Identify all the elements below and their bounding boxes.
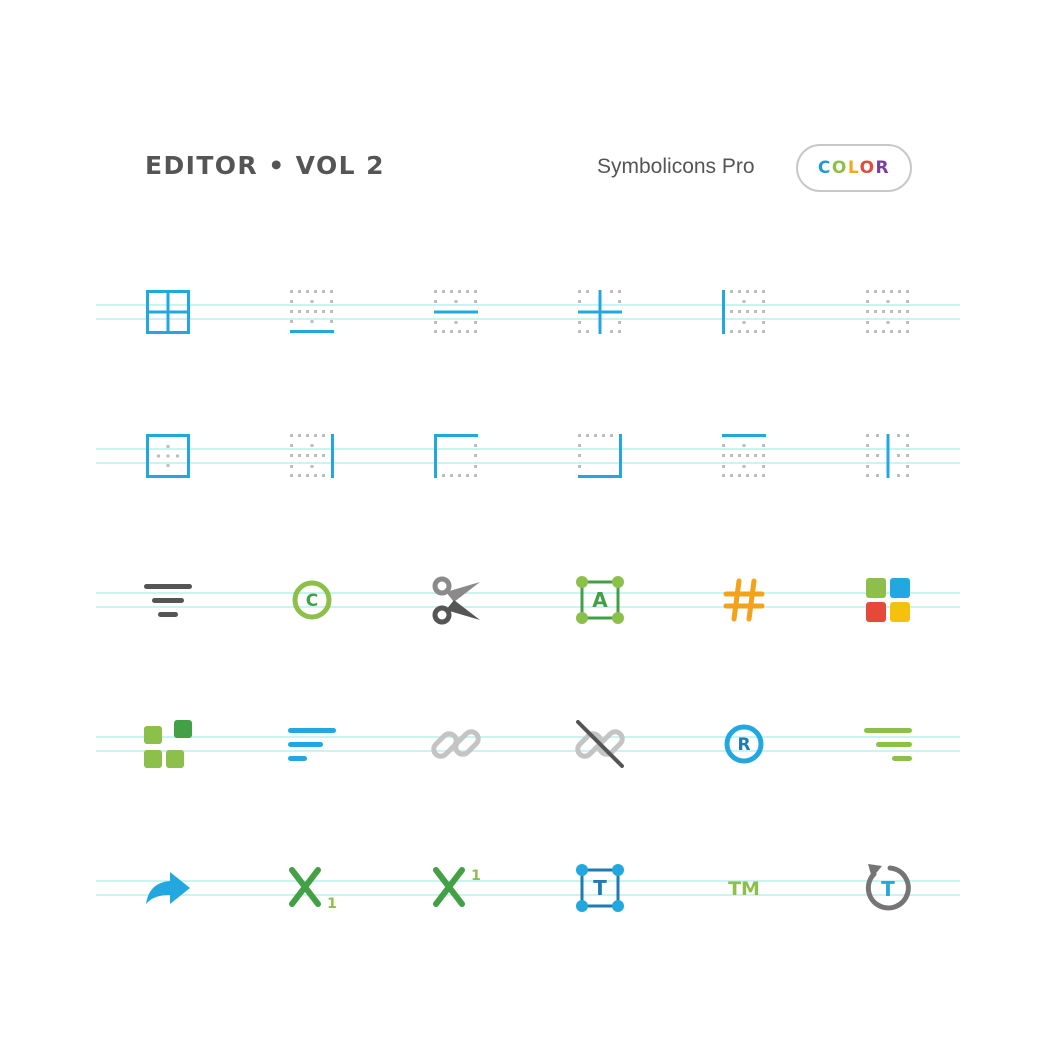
border-left-icon: [716, 284, 772, 340]
rotate-text-letter: T: [881, 877, 895, 901]
text-box-t-letter: T: [593, 876, 607, 900]
copyright-letter: C: [306, 591, 318, 611]
border-inner-icon: [572, 284, 628, 340]
superscript-icon: 1: [428, 860, 484, 916]
subscript-digit: 1: [327, 896, 337, 912]
text-box-icon: A: [572, 572, 628, 628]
filter-color-icon: [860, 716, 916, 772]
rotate-text-icon: T: [860, 860, 916, 916]
border-top-left-icon: [428, 428, 484, 484]
registered-letter: R: [737, 735, 750, 755]
border-horizontal-icon: [428, 284, 484, 340]
text-box-t-icon: T: [572, 860, 628, 916]
share-arrow-icon: [140, 860, 196, 916]
registered-icon: R: [716, 716, 772, 772]
border-all-icon: [140, 284, 196, 340]
badge-letter: L: [847, 158, 860, 178]
badge-letter: R: [875, 158, 891, 178]
hashtag-icon: [716, 572, 772, 628]
border-right-icon: [284, 428, 340, 484]
badge-letter: O: [831, 158, 848, 178]
scissors-icon: [428, 572, 484, 628]
color-squares-icon: [860, 572, 916, 628]
align-left-icon: [284, 716, 340, 772]
badge-letter: O: [859, 158, 876, 178]
superscript-digit: 1: [471, 868, 481, 884]
border-bottom-icon: [284, 284, 340, 340]
subscript-icon: 1: [284, 860, 340, 916]
border-none-icon: [860, 284, 916, 340]
link-icon: [428, 716, 484, 772]
filter-icon: [140, 572, 196, 628]
trademark-icon: TM: [716, 860, 772, 916]
brand-name: Symbolicons Pro: [597, 155, 755, 178]
border-bottom-right-icon: [572, 428, 628, 484]
copyright-icon: C: [284, 572, 340, 628]
extensions-icon: [140, 716, 196, 772]
border-top-icon: [716, 428, 772, 484]
badge-letter: C: [817, 158, 832, 178]
border-outer-icon: [140, 428, 196, 484]
trademark-text: TM: [728, 878, 760, 900]
color-badge: COLOR: [796, 144, 912, 192]
page-title: EDITOR • VOL 2: [145, 151, 385, 180]
text-box-letter: A: [592, 588, 608, 612]
border-vertical-icon: [860, 428, 916, 484]
unlink-icon: [572, 716, 628, 772]
